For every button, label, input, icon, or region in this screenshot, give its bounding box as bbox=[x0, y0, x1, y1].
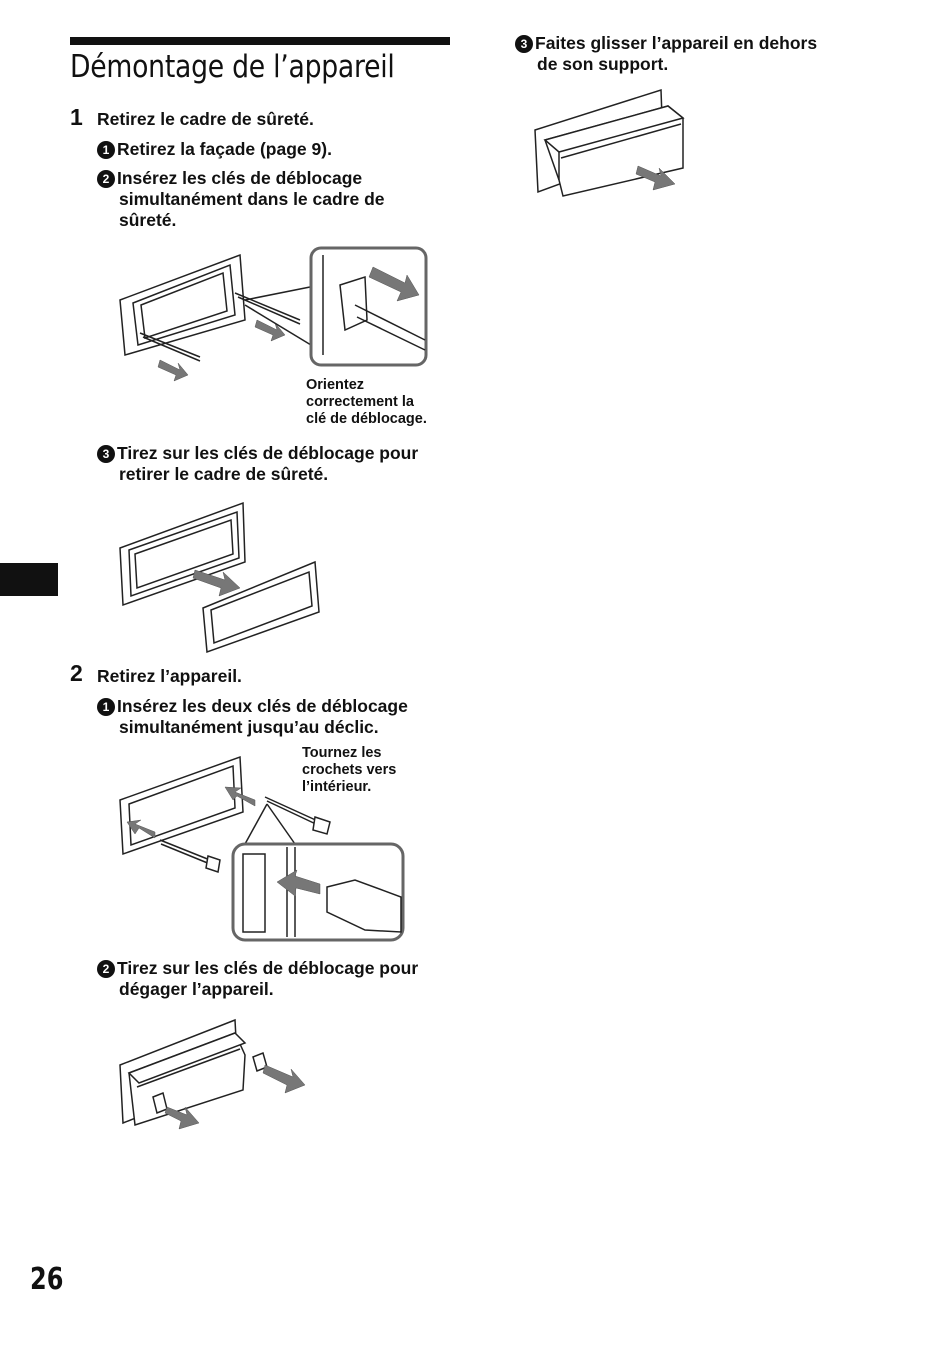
caption-orient-key: Orientez correctement la clé de déblocag… bbox=[306, 377, 427, 427]
title-rule bbox=[70, 37, 450, 45]
circled-number-icon: 1 bbox=[97, 141, 115, 159]
page-number: 26 bbox=[30, 1262, 64, 1297]
circled-number-icon: 2 bbox=[97, 960, 115, 978]
step-number-2: 2 bbox=[70, 660, 83, 686]
section-tab bbox=[0, 563, 58, 596]
step-label-1: Retirez le cadre de sûreté. bbox=[97, 109, 314, 129]
circled-number-icon: 2 bbox=[97, 170, 115, 188]
illustration-remove-frame bbox=[119, 501, 320, 654]
circled-number-icon: 1 bbox=[97, 698, 115, 716]
illustration-slide-unit bbox=[534, 88, 685, 197]
illustration-insert-unit-keys bbox=[119, 755, 405, 942]
circled-number-icon: 3 bbox=[515, 35, 533, 53]
step-label-2: Retirez l’appareil. bbox=[97, 666, 242, 686]
page-title: Démontage de l’appareil bbox=[70, 49, 395, 85]
illustration-insert-keys bbox=[119, 246, 428, 382]
caption-turn-hooks: Tournez les crochets vers l’intérieur. bbox=[302, 745, 397, 795]
circled-number-icon: 3 bbox=[97, 445, 115, 463]
step-number-1: 1 bbox=[70, 104, 83, 130]
illustration-pull-keys bbox=[119, 1018, 306, 1130]
